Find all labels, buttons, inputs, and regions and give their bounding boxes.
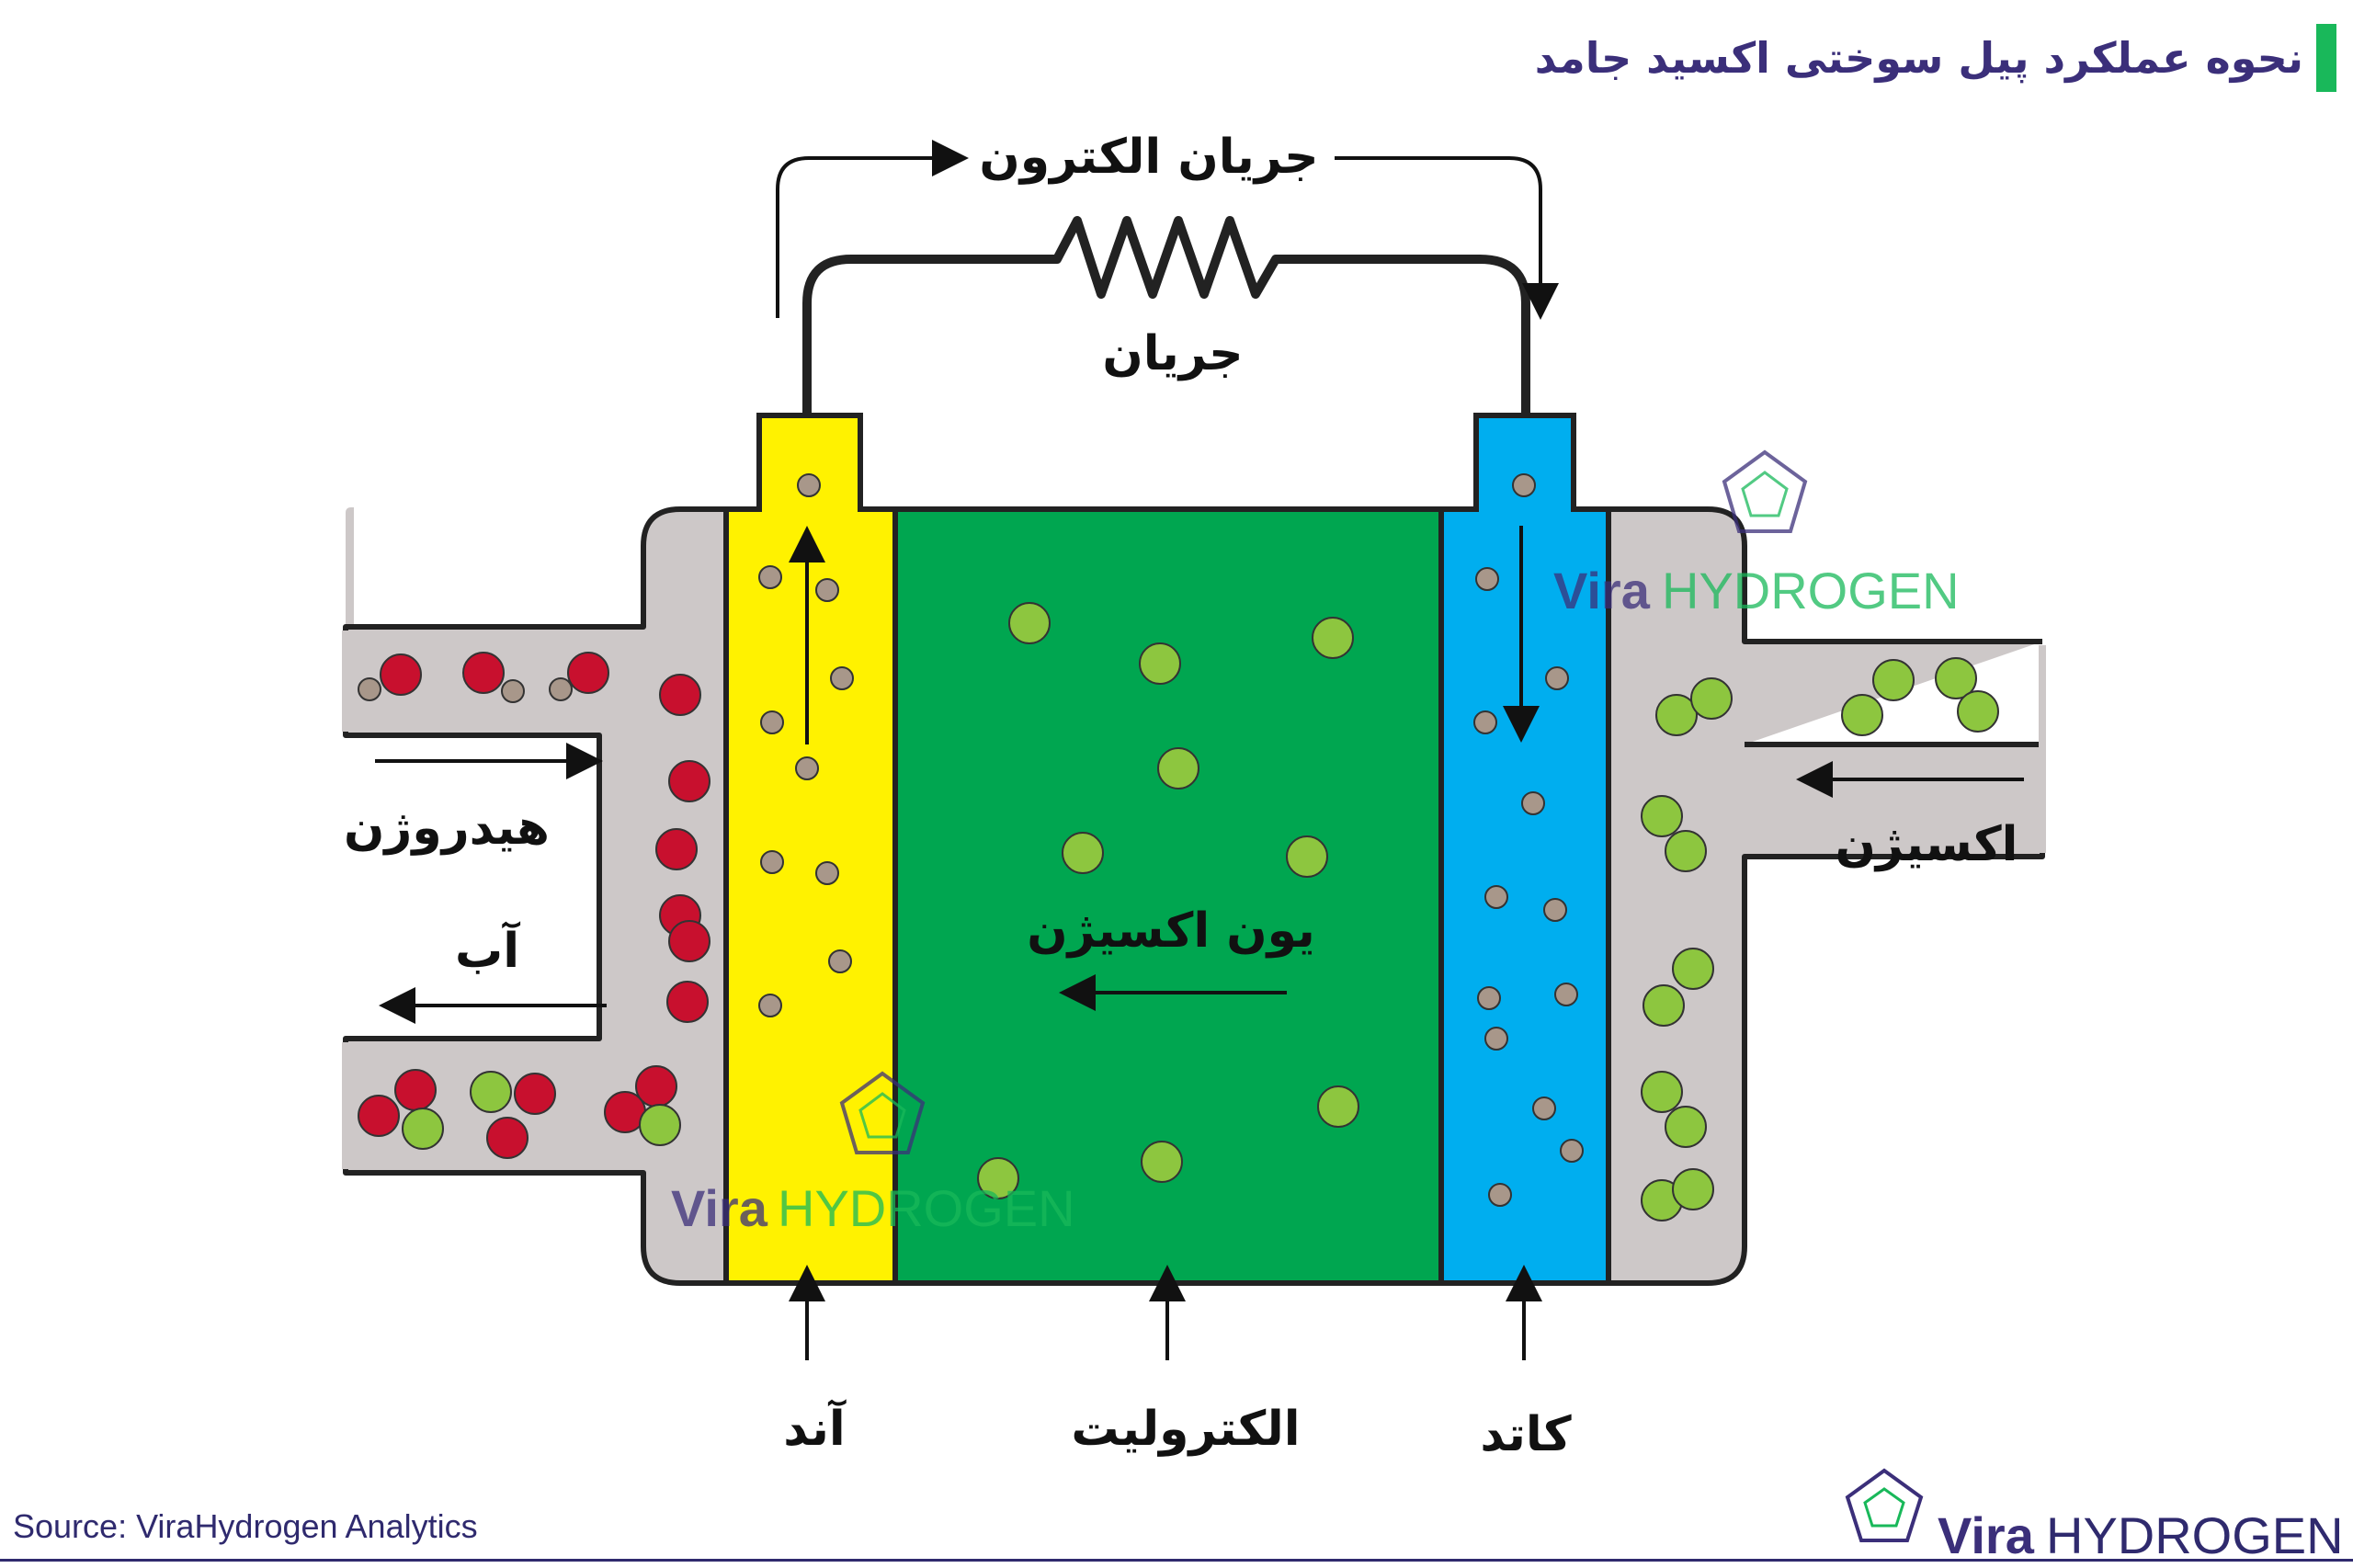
logo-brand-left: Vira bbox=[1938, 1506, 2035, 1564]
hydrogen-inlet-pipe bbox=[343, 506, 729, 1286]
electron bbox=[1543, 898, 1567, 922]
electron bbox=[1484, 1027, 1508, 1051]
label-oxygen: اکسیژن bbox=[1836, 817, 2018, 872]
hydrogen-atom bbox=[668, 760, 710, 802]
oxygen-atom bbox=[1872, 659, 1915, 701]
hydrogen-atom bbox=[666, 981, 709, 1023]
oxygen-atom bbox=[1641, 1071, 1683, 1113]
source-note: Source: ViraHydrogen Analytics bbox=[13, 1507, 478, 1545]
hydrogen-atom bbox=[567, 652, 609, 694]
oxygen-atom bbox=[1672, 1168, 1714, 1210]
logo-brand-right: HYDROGEN bbox=[2046, 1506, 2344, 1564]
label-electron-flow: جریان الکترون bbox=[979, 130, 1318, 185]
circuit-wire bbox=[802, 216, 1530, 415]
oxygen-atom bbox=[1665, 830, 1707, 872]
particles-group bbox=[358, 473, 1999, 1221]
footer-divider bbox=[0, 1559, 2353, 1562]
electron bbox=[1554, 983, 1578, 1006]
label-electrolyte: الکترولیت bbox=[1071, 1402, 1300, 1457]
electron bbox=[1477, 986, 1501, 1010]
oxygen-atom bbox=[402, 1108, 444, 1150]
hydrogen-atom bbox=[514, 1073, 556, 1115]
electron bbox=[760, 850, 784, 874]
electron bbox=[1560, 1139, 1584, 1163]
electron bbox=[760, 710, 784, 734]
electron bbox=[549, 677, 573, 701]
electron bbox=[797, 473, 821, 497]
electron-flow-arrow bbox=[776, 140, 969, 318]
oxygen-atom bbox=[470, 1071, 512, 1113]
oxygen-ion bbox=[977, 1157, 1019, 1199]
label-anode: آند bbox=[783, 1399, 847, 1457]
hydrogen-atom bbox=[462, 652, 505, 694]
title-accent-bar bbox=[2316, 24, 2336, 92]
hydrogen-atom bbox=[486, 1117, 529, 1159]
oxygen-atom bbox=[1655, 694, 1698, 736]
oxygen-atom bbox=[1690, 677, 1733, 720]
oxygen-atom bbox=[639, 1104, 681, 1146]
oxygen-ion bbox=[1141, 1141, 1183, 1183]
electron bbox=[758, 565, 782, 589]
page-title: نحوه عملکرد پیل سوختی اکسید جامد bbox=[1534, 33, 2303, 83]
electron bbox=[1488, 1183, 1512, 1207]
oxygen-ion bbox=[1157, 747, 1199, 790]
electron bbox=[815, 861, 839, 885]
hydrogen-atom bbox=[655, 828, 698, 870]
electron bbox=[501, 679, 525, 703]
hydrogen-atom bbox=[358, 1095, 400, 1137]
electron bbox=[1545, 666, 1569, 690]
oxygen-inlet-pipe bbox=[1606, 506, 2045, 1286]
hydrogen-atom bbox=[668, 920, 710, 962]
hydrogen-atom bbox=[394, 1069, 437, 1111]
label-oxygen-ion: یون اکسیژن bbox=[1027, 903, 1315, 959]
electron bbox=[1521, 791, 1545, 815]
electron bbox=[758, 994, 782, 1017]
label-hydrogen: هیدروژن bbox=[344, 801, 550, 856]
oxygen-atom bbox=[1641, 795, 1683, 837]
electron bbox=[815, 578, 839, 602]
title-bar: نحوه عملکرد پیل سوختی اکسید جامد bbox=[1535, 24, 2336, 92]
hydrogen-atom bbox=[635, 1065, 677, 1108]
oxygen-atom bbox=[1672, 948, 1714, 990]
oxygen-atom bbox=[1935, 657, 1977, 699]
label-water: آب bbox=[455, 921, 520, 979]
oxygen-atom bbox=[1841, 694, 1883, 736]
electron bbox=[1484, 885, 1508, 909]
watermark-anode: Vira HYDROGEN bbox=[671, 1071, 1075, 1237]
electron bbox=[1473, 710, 1497, 734]
electron bbox=[358, 677, 381, 701]
oxygen-ion bbox=[1008, 602, 1051, 644]
electron bbox=[1512, 473, 1536, 497]
oxygen-ion bbox=[1286, 835, 1328, 878]
hydrogen-atom bbox=[659, 674, 701, 716]
watermark-brand-left: Vira bbox=[1553, 562, 1651, 619]
oxygen-ion bbox=[1317, 1085, 1359, 1128]
brand-logo: Vira HYDROGEN bbox=[1845, 1468, 2344, 1564]
oxygen-ion bbox=[1062, 832, 1104, 874]
electron bbox=[1532, 1096, 1556, 1120]
oxygen-ion bbox=[1312, 617, 1354, 659]
oxygen-atom bbox=[1643, 984, 1685, 1027]
watermark-brand-left: Vira bbox=[671, 1179, 768, 1237]
oxygen-atom bbox=[1665, 1106, 1707, 1148]
oxygen-ion bbox=[1139, 642, 1181, 685]
oxygen-atom bbox=[1957, 690, 1999, 733]
hydrogen-atom bbox=[380, 653, 422, 696]
electron bbox=[828, 949, 852, 973]
watermark-brand-right: HYDROGEN bbox=[1662, 562, 1960, 619]
label-current: جریان bbox=[1102, 326, 1243, 381]
cathode-layer bbox=[1438, 413, 1611, 1286]
watermark-brand-right: HYDROGEN bbox=[778, 1179, 1075, 1237]
electron bbox=[830, 666, 854, 690]
watermark-cathode: Vira HYDROGEN bbox=[1553, 449, 1960, 619]
electron bbox=[795, 756, 819, 780]
label-cathode: کاتد bbox=[1480, 1407, 1572, 1462]
electron bbox=[1475, 567, 1499, 591]
electron-flow-arrow-right bbox=[1335, 156, 1559, 320]
